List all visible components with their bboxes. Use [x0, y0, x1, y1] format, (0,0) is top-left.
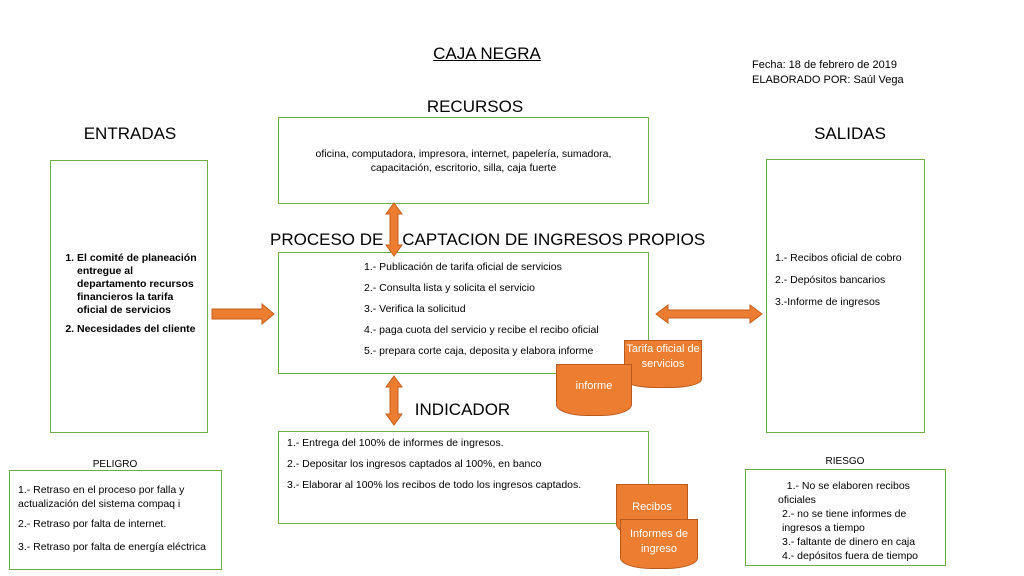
- salidas-item: 3.-Informe de ingresos: [775, 296, 881, 308]
- recursos-text: oficina, computadora, impresora, interne…: [315, 147, 612, 174]
- doc-tarifa-label: Tarifa oficial de servicios: [626, 343, 700, 370]
- riesgo-box: 1.- No se elaboren recibos oficiales 2.-…: [745, 469, 946, 566]
- peligro-item: 3.- Retraso por falta de energía eléctri…: [18, 541, 206, 553]
- riesgo-item: 4.- depósitos fuera de tiempo: [782, 550, 918, 562]
- proceso-heading: PROCESO DE CAPTACION DE INGRESOS PROPIOS: [270, 230, 706, 249]
- proceso-box: 1.- Publicación de tarifa oficial de ser…: [278, 252, 649, 374]
- double-arrow-proceso-salidas: [655, 304, 763, 324]
- proceso-step: 4.- paga cuota del servicio y recibe el …: [364, 324, 599, 336]
- doc-informes: Informes de ingreso: [620, 519, 698, 569]
- doc-informe: informe: [556, 364, 632, 416]
- proceso-step: 2.- Consulta lista y solicita el servici…: [364, 282, 535, 294]
- indicador-box: 1.- Entrega del 100% de informes de ingr…: [278, 431, 649, 524]
- indicador-item: 3.- Elaborar al 100% los recibos de todo…: [287, 479, 582, 491]
- doc-recibos-label: Recibos: [632, 501, 672, 513]
- indicador-heading: INDICADOR: [414, 400, 511, 419]
- page-title: CAJA NEGRA: [433, 44, 541, 63]
- proceso-step: 1.- Publicación de tarifa oficial de ser…: [364, 261, 562, 273]
- entradas-heading: ENTRADAS: [83, 124, 177, 143]
- salidas-item: 1.- Recibos oficial de cobro: [775, 252, 902, 264]
- entradas-list: El comité de planeación entregue al depa…: [51, 252, 203, 342]
- peligro-label: PELIGRO: [92, 459, 138, 470]
- riesgo-label: RIESGO: [825, 456, 865, 467]
- entradas-item: El comité de planeación entregue al depa…: [77, 252, 203, 317]
- proceso-step: 3.- Verifica la solicitud: [364, 303, 466, 315]
- peligro-item: 2.- Retraso por falta de internet.: [18, 518, 167, 530]
- salidas-item: 2.- Depósitos bancarios: [775, 274, 886, 286]
- indicador-item: 2.- Depositar los ingresos captados al 1…: [287, 458, 542, 470]
- entradas-item: Necesidades del cliente: [77, 323, 203, 336]
- doc-tarifa: Tarifa oficial de servicios: [624, 340, 702, 388]
- arrow-entradas-proceso: [211, 302, 275, 326]
- riesgo-item: 1.- No se elaboren recibos oficiales: [778, 480, 913, 506]
- riesgo-item: 2.- no se tiene informes de ingresos a t…: [782, 508, 907, 534]
- salidas-heading: SALIDAS: [814, 124, 886, 143]
- peligro-item: 1.- Retraso en el proceso por falla y ac…: [18, 484, 185, 510]
- peligro-box: 1.- Retraso en el proceso por falla y ac…: [9, 470, 222, 570]
- riesgo-item: 3.- faltante de dinero en caja: [782, 536, 916, 548]
- indicador-item: 1.- Entrega del 100% de informes de ingr…: [287, 437, 504, 449]
- recursos-heading: RECURSOS: [426, 97, 524, 116]
- salidas-box: 1.- Recibos oficial de cobro 2.- Depósit…: [766, 159, 925, 433]
- author-label: ELABORADO POR: Saúl Vega: [752, 74, 904, 86]
- recursos-box: oficina, computadora, impresora, interne…: [278, 117, 649, 204]
- doc-informes-label: Informes de ingreso: [629, 528, 689, 555]
- entradas-box: El comité de planeación entregue al depa…: [50, 160, 208, 433]
- doc-informe-label: informe: [575, 380, 613, 392]
- date-label: Fecha: 18 de febrero de 2019: [752, 59, 897, 71]
- proceso-step: 5.- prepara corte caja, deposita y elabo…: [364, 345, 594, 357]
